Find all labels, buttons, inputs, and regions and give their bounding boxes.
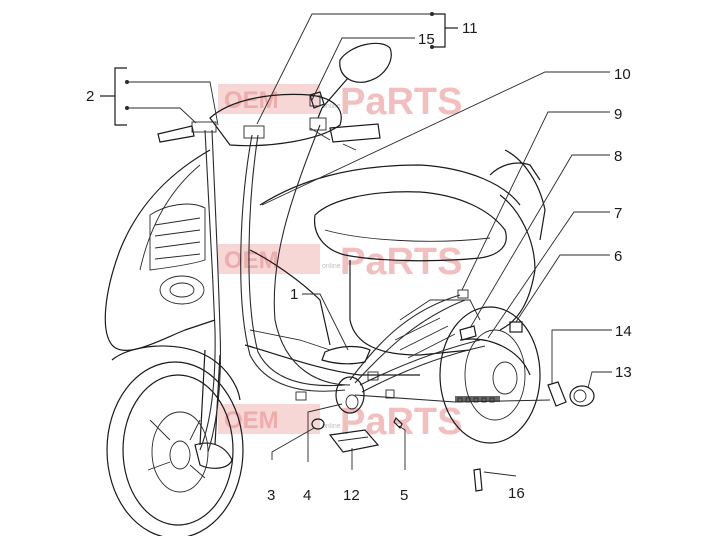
callout-15: 15: [418, 31, 435, 48]
watermark-middle: OEM PaRTS online: [218, 241, 462, 283]
callout-10: 10: [614, 66, 631, 83]
callout-5: 5: [400, 487, 408, 504]
callout-2: 2: [86, 88, 94, 105]
callout-12: 12: [343, 487, 360, 504]
cable-ferrules: [295, 95, 500, 403]
rear-wheel: [439, 306, 541, 444]
cables: [199, 95, 551, 453]
svg-text:online: online: [322, 103, 341, 110]
svg-text:online: online: [322, 423, 341, 430]
callout-9: 9: [614, 106, 622, 123]
svg-text:PaRTS: PaRTS: [340, 241, 462, 283]
callout-3: 3: [267, 487, 275, 504]
svg-text:OEM: OEM: [224, 407, 279, 434]
callout-6: 6: [614, 248, 622, 265]
svg-text:OEM: OEM: [224, 87, 279, 114]
svg-text:PaRTS: PaRTS: [340, 81, 462, 123]
callout-11: 11: [462, 20, 478, 37]
svg-text:PaRTS: PaRTS: [340, 401, 462, 443]
scooter-body: [104, 149, 546, 401]
small-parts: [309, 91, 595, 492]
callout-7: 7: [614, 205, 622, 222]
callout-16: 16: [508, 485, 525, 502]
leader-lines: [100, 12, 612, 477]
callout-14: 14: [615, 323, 632, 340]
handlebar-assembly: [157, 42, 392, 151]
front-wheel: [106, 349, 244, 536]
callout-labels: 11 15 2 10 9 8 7 6 14 13 1 3 4 12 5 16: [86, 20, 632, 504]
callout-1: 1: [290, 286, 298, 303]
watermark-top: OEM PaRTS online: [218, 81, 462, 123]
callout-8: 8: [614, 148, 622, 165]
callout-13: 13: [615, 364, 632, 381]
svg-text:online: online: [322, 263, 341, 270]
callout-4: 4: [303, 487, 311, 504]
